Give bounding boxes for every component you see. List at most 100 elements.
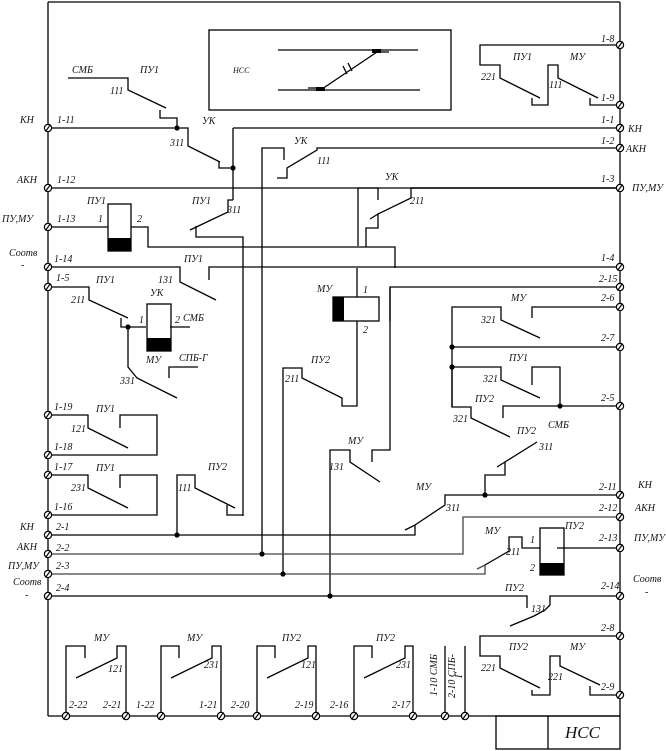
terminal-id: 1-12 <box>57 175 75 186</box>
terminal-slash <box>63 712 69 720</box>
device-label: ПУ1 <box>512 52 532 63</box>
contact-num: 321 <box>480 315 496 326</box>
terminal-slash <box>254 712 260 720</box>
relay-uk[interactable] <box>146 303 172 352</box>
device-label: ПУ1 <box>508 353 528 364</box>
terminal-id: 1-4 <box>601 253 614 264</box>
terminal-slash <box>45 124 51 132</box>
terminal-id: 2-16 <box>330 700 348 711</box>
terminal-slash <box>45 511 51 519</box>
contact-num: 221 <box>481 72 496 83</box>
terminal-slash <box>617 303 623 311</box>
terminal-slash <box>617 101 623 109</box>
signal-label: КН <box>637 480 653 491</box>
relay-pu2[interactable] <box>539 527 565 576</box>
terminal-slash <box>45 411 51 419</box>
terminal-id: 1-14 <box>54 254 72 265</box>
device-label: ПУ1 <box>95 275 115 286</box>
signal-label: КН <box>19 115 35 126</box>
terminal-id: 1-18 <box>54 442 72 453</box>
signal-label: АКН <box>16 175 38 186</box>
terminal-id: 1-17 <box>54 462 73 473</box>
device-label: СМБ <box>548 420 569 431</box>
terminal-slash <box>45 263 51 271</box>
terminal-slash <box>462 712 468 720</box>
terminal-slash <box>617 544 623 552</box>
terminal-id: 2-1 <box>56 522 69 533</box>
terminal-id: 2-5 <box>601 393 614 404</box>
terminal-id: 1-9 <box>601 93 614 104</box>
terminal-slash <box>45 283 51 291</box>
device-label: УК <box>385 172 400 183</box>
device-label: СПБ-Г <box>179 353 208 364</box>
terminals <box>43 40 625 721</box>
terminal-slash <box>617 491 623 499</box>
labels: КН АКН ПУ,МУ Соотв - КН АКН ПУ,МУ Соотв … <box>1 34 666 711</box>
relay-pu1[interactable] <box>107 203 132 252</box>
contact-num: 311 <box>169 138 184 149</box>
contact-num: 311 <box>226 205 241 216</box>
terminal-slash <box>617 592 623 600</box>
contact-num: 111 <box>110 86 124 97</box>
terminal-id: 1-5 <box>56 273 69 284</box>
signal-label: АКН <box>16 542 38 553</box>
terminal-id: 2-8 <box>601 623 614 634</box>
contact-num: 131 <box>329 462 344 473</box>
terminal-id: 2-7 <box>601 333 615 344</box>
device-label: ПУ1 <box>191 196 211 207</box>
relay-mu[interactable] <box>332 296 380 322</box>
terminal-id: 1-2 <box>601 136 614 147</box>
device-label: ПУ1 <box>95 404 115 415</box>
terminal-id: 2-20 <box>231 700 249 711</box>
contact-num: 111 <box>549 80 563 91</box>
terminal-slash <box>158 712 164 720</box>
terminal-slash <box>442 712 448 720</box>
device-label: ПУ2 <box>375 633 395 644</box>
device-label: МУ <box>510 293 527 304</box>
device-label: МУ <box>347 436 364 447</box>
device-label: МУ <box>484 526 501 537</box>
contact-num: 221 <box>481 663 496 674</box>
terminal-id: 1-10 СМБ <box>429 654 440 696</box>
terminal-slash <box>218 712 224 720</box>
pin-label: 2 <box>363 325 368 336</box>
device-label: ПУ2 <box>516 426 536 437</box>
device-label: МУ <box>569 642 586 653</box>
terminal-id: 2-15 <box>599 274 617 285</box>
signal-label: Соотв <box>9 248 38 259</box>
terminal-slash <box>45 570 51 578</box>
terminal-slash <box>617 283 623 291</box>
title-text: НСС <box>564 723 601 742</box>
contact-num: 311 <box>445 503 460 514</box>
signal-label: Соотв <box>633 574 662 585</box>
device-label: ПУ2 <box>207 462 227 473</box>
terminal-slash <box>617 144 623 152</box>
terminal-id: 1-3 <box>601 174 614 185</box>
terminal-slash <box>617 184 623 192</box>
device-label: ПУ2 <box>281 633 301 644</box>
contact-num: 111 <box>178 483 192 494</box>
contact-num: 131 <box>158 275 173 286</box>
terminal-id: 2-4 <box>56 583 69 594</box>
device-label: ПУ2 <box>474 394 494 405</box>
terminal-id: 2-19 <box>295 700 313 711</box>
terminal-slash <box>617 343 623 351</box>
device-label: ПУ2 <box>564 521 584 532</box>
contact-num: 211 <box>506 547 520 558</box>
device-label: ПУ1 <box>95 463 115 474</box>
device-label: МУ <box>186 633 203 644</box>
pin-label: 2 <box>175 315 180 326</box>
device-label: МУ <box>93 633 110 644</box>
signal-label: Соотв <box>13 577 42 588</box>
contact-num: 211 <box>410 196 424 207</box>
signal-label: - <box>25 590 28 601</box>
device-label: ПУ1 <box>86 196 106 207</box>
terminal-id: 2-21 <box>103 700 121 711</box>
terminal-slash <box>410 712 416 720</box>
device-label: ПУ2 <box>504 583 524 594</box>
contact-num: 231 <box>71 483 86 494</box>
terminal-slash <box>313 712 319 720</box>
terminal-id: Г <box>454 672 465 679</box>
terminal-id: 2-2 <box>56 543 69 554</box>
